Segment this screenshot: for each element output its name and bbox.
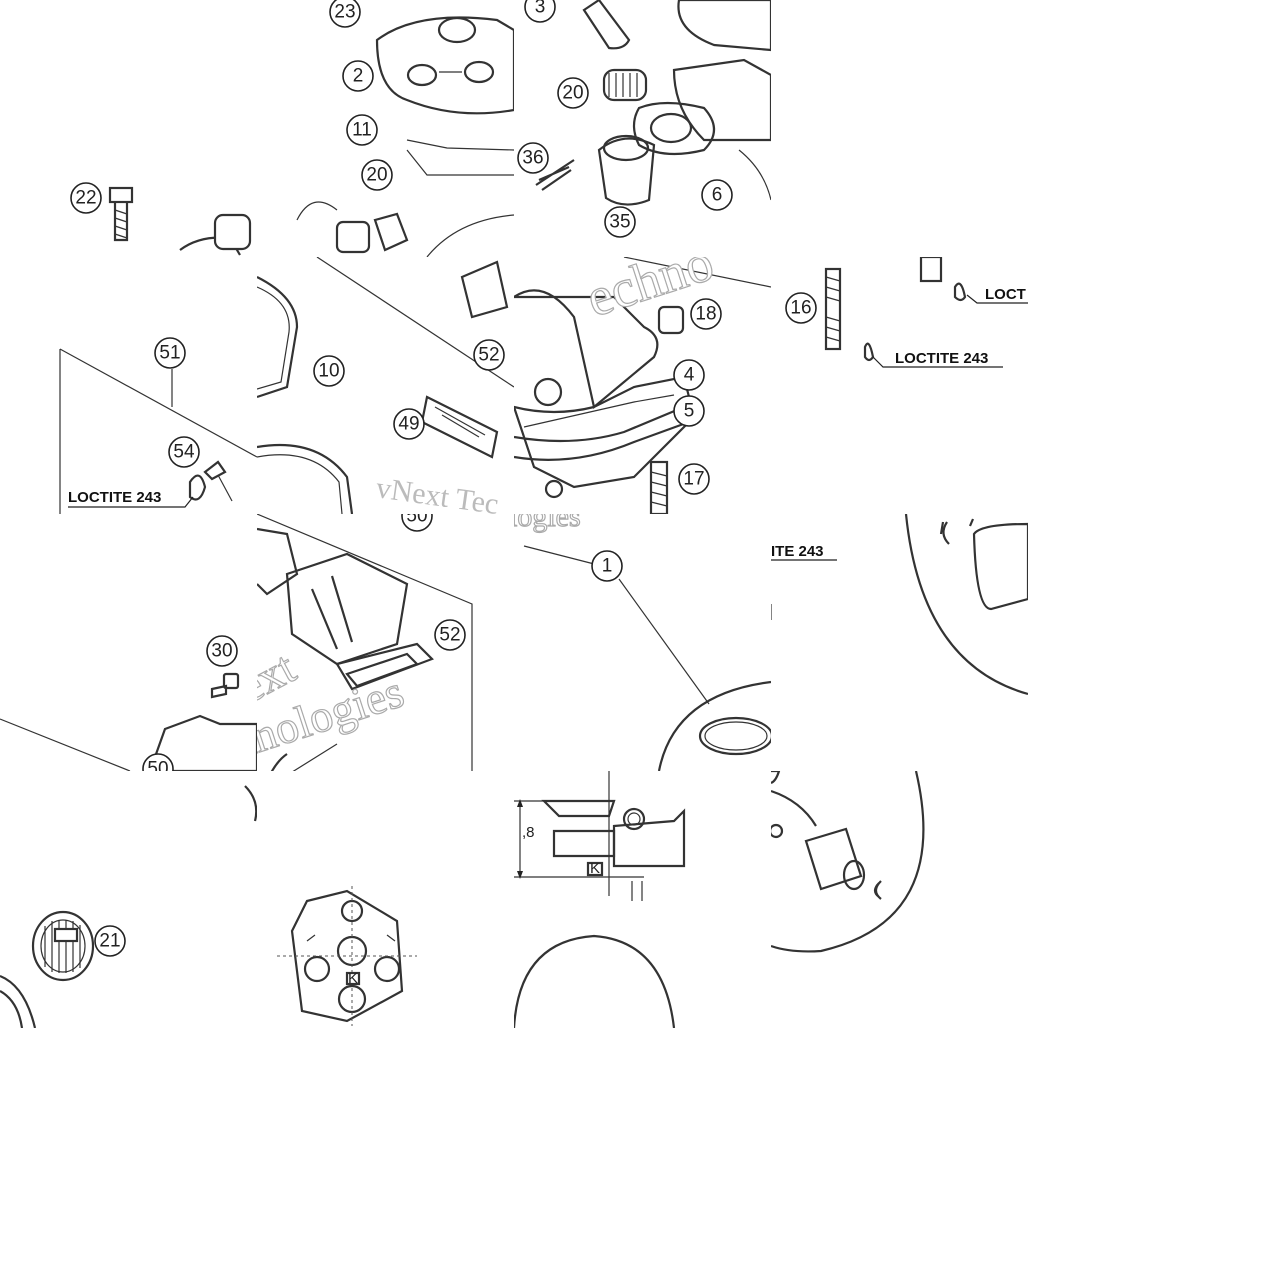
svg-text:50: 50 [406,514,427,527]
dimension-value: ,8 [522,824,535,841]
callout-35: 35 [604,206,636,238]
tile-loctite-partial: ITE 243 61 [771,514,1028,771]
loctite-note-top: LOCT [966,286,1028,304]
svg-text:LOCT: LOCT [985,286,1026,303]
watermark-text: vNext Tec [374,471,501,514]
callout-36: 36 [517,142,549,174]
callout-5: 5 [673,395,705,427]
callout-21: 21 [94,925,126,957]
svg-text:52: 52 [478,345,499,366]
svg-text:52: 52 [439,625,460,646]
callout-20: 20 [557,77,589,109]
svg-text:16: 16 [790,298,811,319]
callout-22: 22 [70,182,102,214]
svg-text:ologies: ologies [514,514,581,533]
watermark-outline-3: ologies [514,514,581,534]
svg-text:22: 22 [75,188,96,209]
svg-text:1: 1 [602,556,613,577]
tile-screw: 30 50 [0,514,257,771]
tile-bolt: 22 [0,180,257,257]
callout-50: 50 [142,753,174,772]
callout-1: 1 [591,550,623,582]
tile-piston-pin [771,771,1028,1028]
callout-49: 49 [393,408,425,440]
callout-54: 54 [168,436,200,468]
tile-reed-housing-detail: 51 54 LOCTITE 243 [0,257,257,514]
marker-k: K [348,970,358,987]
tile-cylinder: echno 18 4 5 17 [514,257,771,514]
svg-text:11: 11 [352,120,372,141]
callout-51: 51 [154,337,186,369]
svg-text:21: 21 [99,931,120,952]
svg-text:LOCTITE 243: LOCTITE 243 [68,489,161,506]
dimension-marker-k: K [590,860,600,877]
svg-text:17: 17 [683,469,704,490]
svg-text:35: 35 [609,212,630,233]
svg-text:LOCTITE 243: LOCTITE 243 [895,350,988,367]
callout-23: 23 [329,0,361,28]
svg-text:20: 20 [366,165,387,186]
callout-52: 52 [434,619,466,651]
callout-18: 18 [690,298,722,330]
tile-reed-block: ext chnologies 52 50 [257,514,514,771]
callout-3: 3 [524,0,556,23]
svg-text:2: 2 [353,66,364,87]
svg-text:6: 6 [712,185,723,206]
svg-text:36: 36 [522,148,543,169]
callout-10: 10 [313,355,345,387]
tile-gasket: vNext Tec 10 52 49 [257,257,514,514]
tile-piston-ring: ologies 1 [514,514,771,771]
callout-4: 4 [673,359,705,391]
svg-text:4: 4 [684,365,695,386]
callout-16: 16 [785,292,817,324]
svg-text:3: 3 [535,0,546,18]
tile-intake-flange: 3 20 36 6 35 [514,0,771,257]
svg-text:54: 54 [173,442,195,463]
loctite-note: LOCTITE 243 [68,489,194,508]
svg-text:ITE 243: ITE 243 [771,543,824,560]
callout-50: 50 [401,514,433,532]
svg-text:49: 49 [398,414,419,435]
svg-text:51: 51 [159,343,180,364]
callout-20: 20 [361,159,393,191]
svg-text:18: 18 [695,304,716,325]
callout-17: 17 [678,463,710,495]
loctite-note-partial: ITE 243 61 [771,543,837,561]
svg-text:10: 10 [318,361,339,382]
loctite-note-stud: LOCTITE 243 [872,350,1003,368]
svg-text:30: 30 [211,641,232,662]
svg-text:20: 20 [562,83,583,104]
svg-text:50: 50 [147,759,168,772]
svg-text:vNext Tec: vNext Tec [374,471,501,514]
tile-stud: 16 LOCTITE 243 LOCT [771,257,1028,514]
callout-52: 52 [473,339,505,371]
tile-reed-cover: K [257,771,514,1028]
callout-11: 11 [346,114,378,146]
callout-2: 2 [342,60,374,92]
callout-6: 6 [701,179,733,211]
svg-text:23: 23 [334,2,355,23]
callout-30: 30 [206,635,238,667]
tile-cylinder-head: 23 2 11 20 [257,0,514,257]
tile-hose-clamp: 21 [0,771,257,1028]
svg-text:5: 5 [684,401,695,422]
tile-dimension-drawing: ,8 K [514,771,771,1028]
